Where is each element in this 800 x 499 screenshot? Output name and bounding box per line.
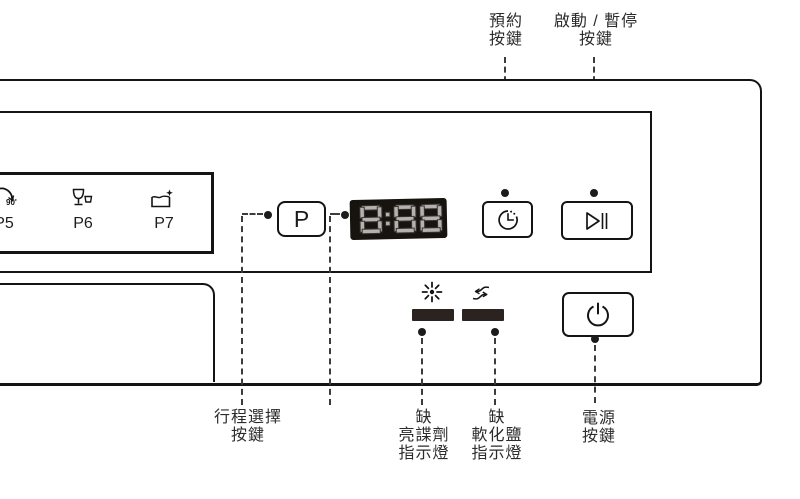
seven-segment-display [349,197,448,241]
glassware-icon [72,188,93,206]
leader-line-display-v [329,216,331,405]
timer-90-badge: 90' [6,198,17,207]
callout-dot-salt [491,328,499,336]
callout-dot-power [591,335,599,343]
program-p7-label: P7 [154,215,174,232]
callout-dot-reserve [501,189,509,197]
clock-icon [497,209,518,230]
callout-dot-program [264,211,272,219]
callout-program-select-label: 行程選擇 按鍵 [213,409,282,444]
callout-start-pause-label: 啟動 / 暫停 按鍵 [553,13,639,48]
callout-dot-rinse-aid [418,328,426,336]
rinse-aid-fill-icon [151,189,173,208]
leader-line-program-h [242,213,263,215]
callout-dot-start-pause [590,189,598,197]
callout-salt-label: 缺 軟化鹽 指示燈 [471,409,523,462]
power-button[interactable] [562,292,634,337]
start-pause-button[interactable] [561,201,633,240]
program-icons-box [0,172,214,254]
refill-arrows-icon [472,286,490,300]
reserve-button[interactable] [482,201,533,238]
program-p6-label: P6 [73,215,93,232]
callout-power-label: 電源 按鍵 [581,410,616,445]
callout-reserve-label: 預約 按鍵 [488,13,523,48]
program-p5-label: P5 [0,215,14,232]
program-select-button[interactable]: P [277,201,326,237]
leader-line-salt [494,338,496,405]
panel-recess [0,283,215,382]
rinse-aid-indicator-light [412,309,454,321]
display-digits [359,203,443,235]
sparkle-icon [421,281,443,303]
leader-line-rinse-aid [421,338,423,405]
leader-line-program-v [241,216,243,405]
leader-line-display-h [330,213,340,215]
timer-90min-icon [0,187,15,202]
callout-dot-display [341,211,349,219]
callout-rinse-aid-label: 缺 亮諜劑 指示燈 [398,409,450,462]
salt-indicator-light [462,309,504,321]
power-icon [587,302,609,326]
program-select-button-label: P [293,205,310,232]
leader-line-power [594,345,596,403]
play-pause-icon [586,211,608,230]
